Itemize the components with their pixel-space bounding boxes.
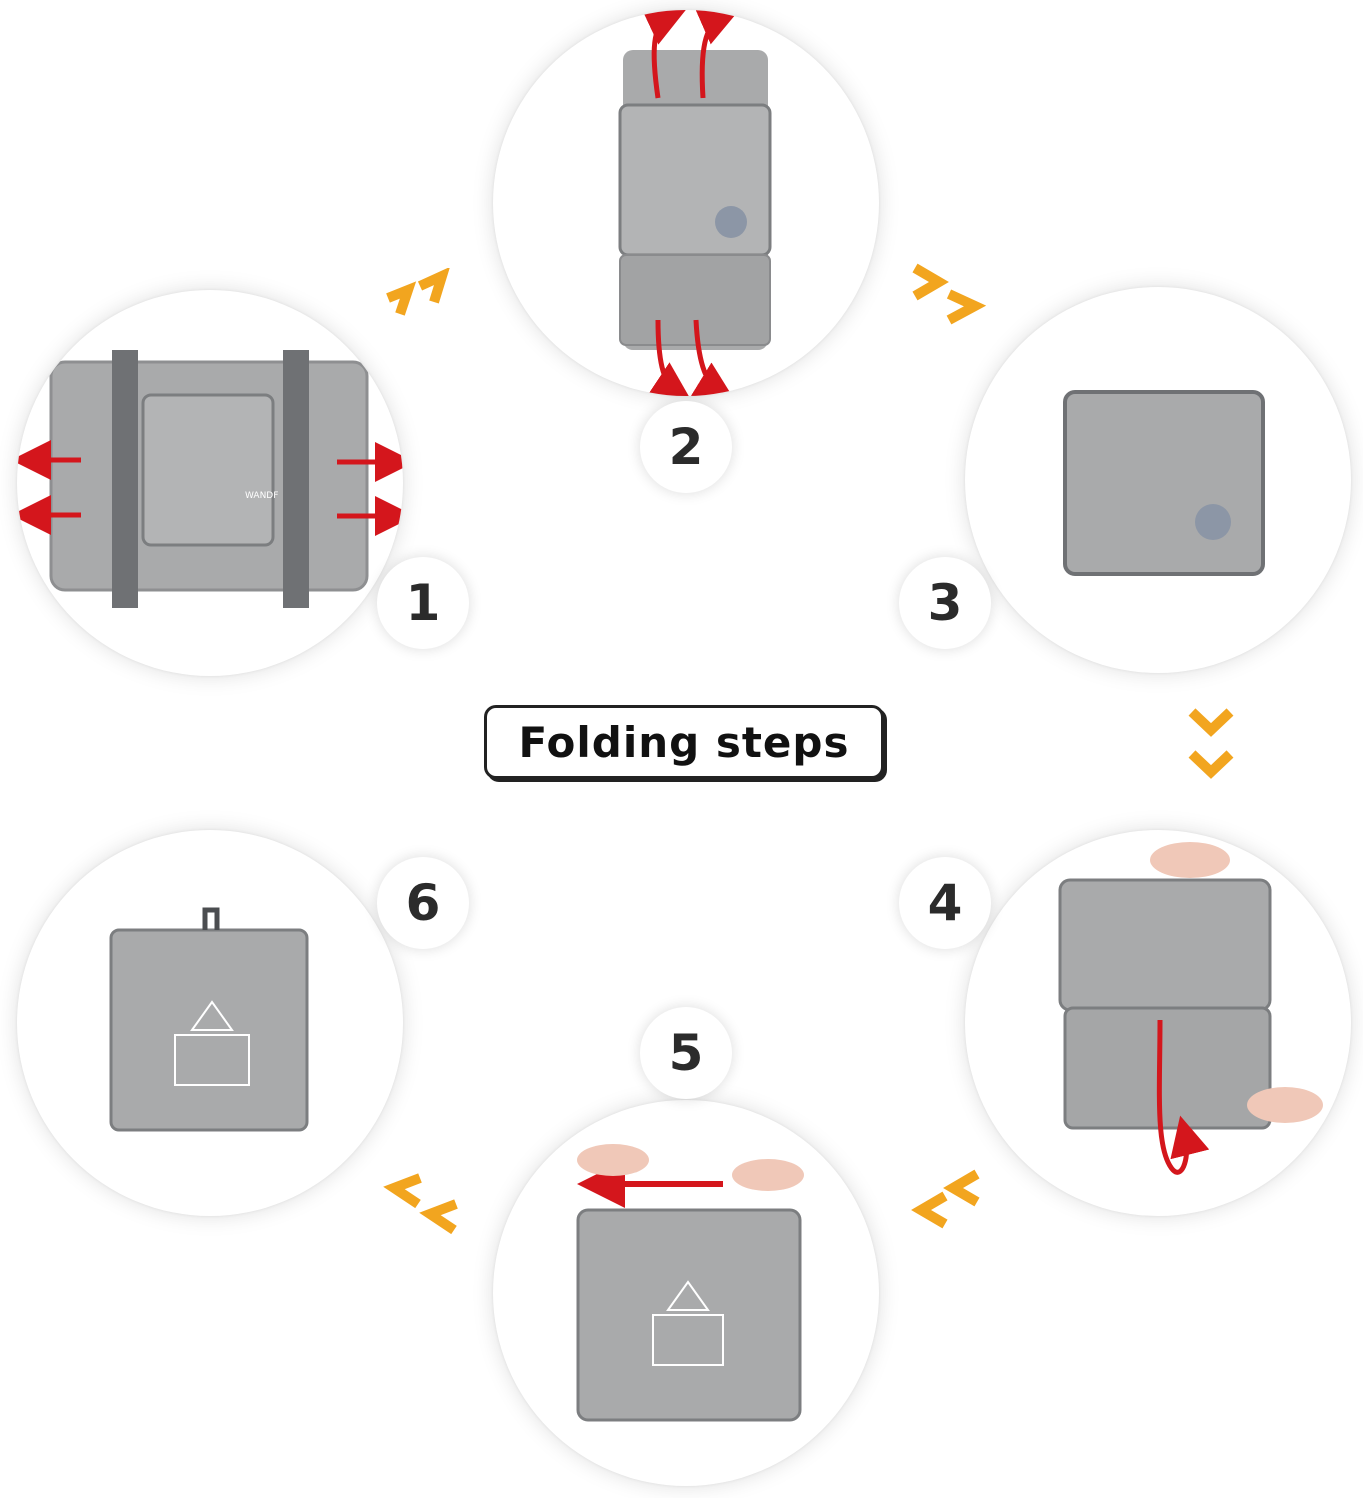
step-6-number: 6 xyxy=(377,857,469,949)
bag-pouch-turning-icon xyxy=(1058,842,1323,1175)
step-6-image xyxy=(17,830,403,1216)
step-1-number: 1 xyxy=(377,557,469,649)
folding-steps-title: Folding steps xyxy=(484,705,884,779)
chevron-3-to-4-icon xyxy=(1188,708,1234,779)
step-3-image xyxy=(965,287,1351,673)
step-2-image xyxy=(493,10,879,396)
bag-packed-pouch-icon xyxy=(109,907,309,1132)
chevron-5-to-6-icon xyxy=(383,1173,458,1235)
bag-open-icon: WANDF xyxy=(17,350,403,608)
chevron-2-to-3-icon xyxy=(912,263,987,325)
bag-zipping-icon xyxy=(576,1144,804,1422)
bag-folded-square-icon xyxy=(1063,390,1265,576)
step-2-number: 2 xyxy=(640,401,732,493)
chevron-4-to-5-icon xyxy=(911,1169,980,1229)
step-4-image xyxy=(965,830,1351,1216)
svg-text:WANDF: WANDF xyxy=(245,491,278,501)
step-5-image xyxy=(493,1100,879,1486)
step-5-number: 5 xyxy=(640,1007,732,1099)
bag-folding-icon xyxy=(618,10,772,396)
step-4-number: 4 xyxy=(899,857,991,949)
chevron-1-to-2-icon xyxy=(386,268,450,316)
step-1-image: WANDF xyxy=(17,290,403,676)
step-3-number: 3 xyxy=(899,557,991,649)
